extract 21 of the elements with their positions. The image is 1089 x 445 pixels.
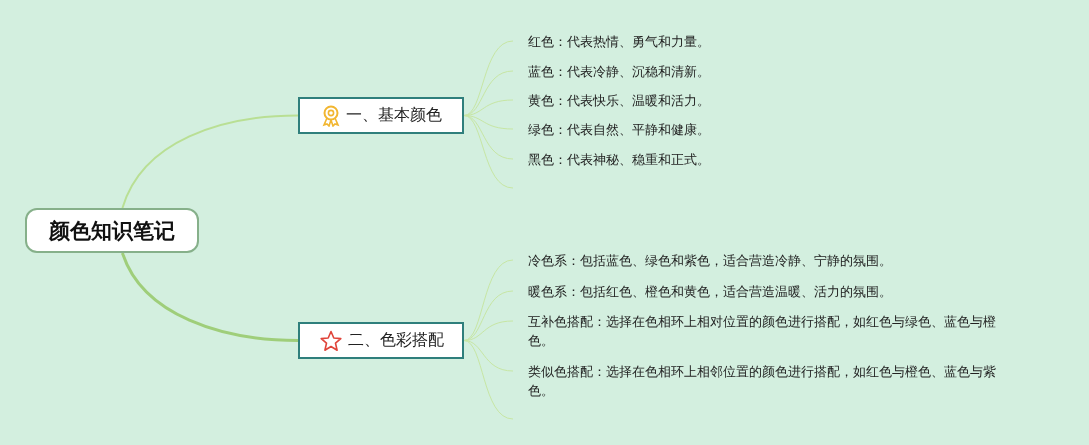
note-text: 冷色系：包括蓝色、绿色和紫色，适合营造冷静、宁静的氛围。	[513, 251, 993, 270]
topic-label: 一、基本颜色	[345, 105, 442, 126]
topic-label: 二、色彩搭配	[347, 330, 444, 351]
branch-line	[463, 115, 514, 189]
topic-box	[298, 97, 464, 134]
branch-line	[463, 340, 514, 420]
note-text: 类似色搭配：选择在色相环上相邻位置的颜色进行搭配，如红色与橙色、蓝色与紫色。	[513, 362, 1013, 400]
branch-line	[463, 290, 514, 341]
note-text: 红色：代表热情、勇气和力量。	[513, 32, 773, 51]
central-topic-box: 颜色知识笔记	[25, 208, 199, 253]
note-text: 互补色搭配：选择在色相环上相对位置的颜色进行搭配，如红色与绿色、蓝色与橙色。	[513, 312, 1013, 350]
note-text: 蓝色：代表冷静、沉稳和清新。	[513, 62, 773, 81]
note-text: 黄色：代表快乐、温暖和活力。	[513, 91, 773, 110]
branch-line	[463, 259, 514, 341]
branch-line	[121, 252, 299, 342]
note-text: 黑色：代表神秘、稳重和正式。	[513, 150, 773, 169]
note-text: 暖色系：包括红色、橙色和黄色，适合营造温暖、活力的氛围。	[513, 282, 993, 301]
topic-box	[298, 322, 464, 359]
note-text: 绿色：代表自然、平静和健康。	[513, 120, 773, 139]
branch-line	[121, 114, 299, 209]
branch-line	[463, 40, 514, 116]
